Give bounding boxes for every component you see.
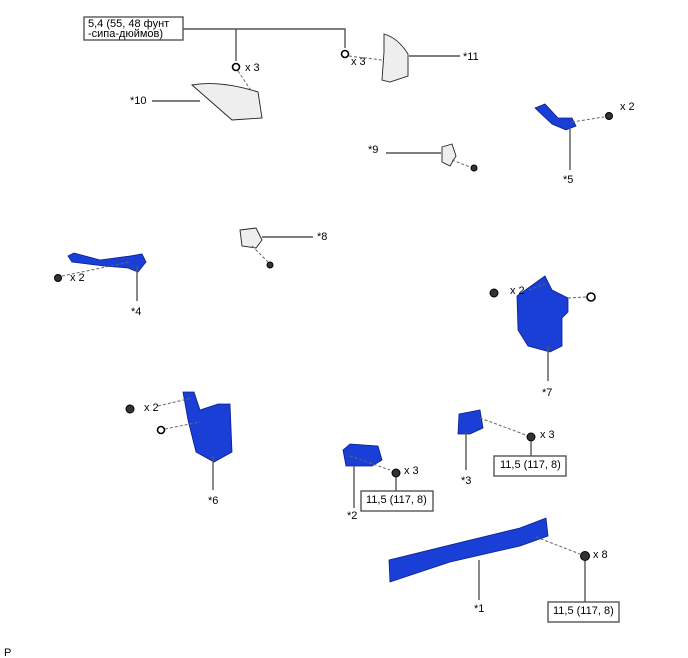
part-6-shape: [182, 391, 233, 463]
torque-text-1: 11,5 (117, 8): [553, 605, 614, 617]
qty-label: x 3: [404, 465, 419, 477]
part-7: x 2 *7: [489, 275, 596, 399]
nut-icon: [231, 62, 241, 72]
qty-label: x 2: [620, 101, 635, 113]
label-8: *8: [317, 231, 327, 243]
part-10-shape: [190, 83, 263, 121]
qty-label: x 2: [510, 285, 525, 297]
bolt-icon: [470, 164, 478, 172]
part-3: x 3 11,5 (117, 8) *3: [457, 409, 567, 487]
part-1-shape: [388, 517, 549, 583]
part-4-shape: [67, 252, 147, 273]
part-7-shape: [516, 275, 569, 353]
bolt-icon: [605, 112, 613, 120]
bolt-icon: [391, 468, 401, 478]
part-2: x 3 11,5 (117, 8) *2: [342, 443, 434, 522]
torque-text-3: 11,5 (117, 8): [500, 459, 561, 471]
label-5: *5: [563, 174, 573, 186]
nut-icon: [340, 49, 350, 59]
part-11: x 3 *11: [340, 33, 479, 83]
bolt-icon: [125, 404, 135, 414]
bolt-icon: [526, 432, 536, 442]
label-10: *10: [130, 95, 147, 107]
part-6: x 2 *6: [125, 391, 233, 507]
qty-label: x 3: [351, 56, 366, 68]
part-2-shape: [342, 443, 383, 467]
qty-label: x 8: [593, 549, 608, 561]
label-2: *2: [347, 510, 357, 522]
qty-label: x 3: [245, 62, 260, 74]
part-8: *8: [239, 227, 327, 269]
torque-text-2: 11,5 (117, 8): [366, 494, 427, 506]
label-1: *1: [474, 603, 484, 615]
qty-label: x 3: [540, 429, 555, 441]
part-8-shape: [239, 227, 263, 249]
qty-label: x 2: [144, 402, 159, 414]
part-10: x 3 *10: [130, 62, 263, 121]
bolt-icon: [54, 274, 62, 282]
part-4: x 2 *4: [54, 252, 147, 318]
label-11: *11: [463, 51, 479, 63]
torque-callout-top: 5,4 (55, 48 фунт -сипа-дюймов): [83, 16, 346, 61]
label-4: *4: [131, 306, 141, 318]
qty-label: x 2: [70, 272, 85, 284]
bolt-icon: [489, 288, 499, 298]
part-5-shape: [534, 103, 577, 131]
part-11-shape: [381, 33, 409, 83]
part-9-shape: [441, 143, 457, 167]
part-1: x 8 11,5 (117, 8) *1: [388, 517, 620, 623]
nut-icon: [156, 425, 166, 435]
part-9: *9: [368, 143, 478, 172]
bolt-icon: [580, 551, 590, 561]
torque-text-line1: 5,4 (55, 48 фунт: [88, 18, 169, 30]
nut-icon: [586, 292, 596, 302]
part-5: x 2 *5: [534, 101, 635, 186]
torque-text-line2: -сипа-дюймов): [88, 28, 163, 40]
corner-mark: P: [4, 647, 11, 658]
label-9: *9: [368, 144, 378, 156]
bolt-icon: [266, 261, 274, 269]
label-7: *7: [542, 387, 552, 399]
part-3-shape: [457, 409, 484, 435]
label-6: *6: [208, 495, 218, 507]
label-3: *3: [461, 475, 471, 487]
